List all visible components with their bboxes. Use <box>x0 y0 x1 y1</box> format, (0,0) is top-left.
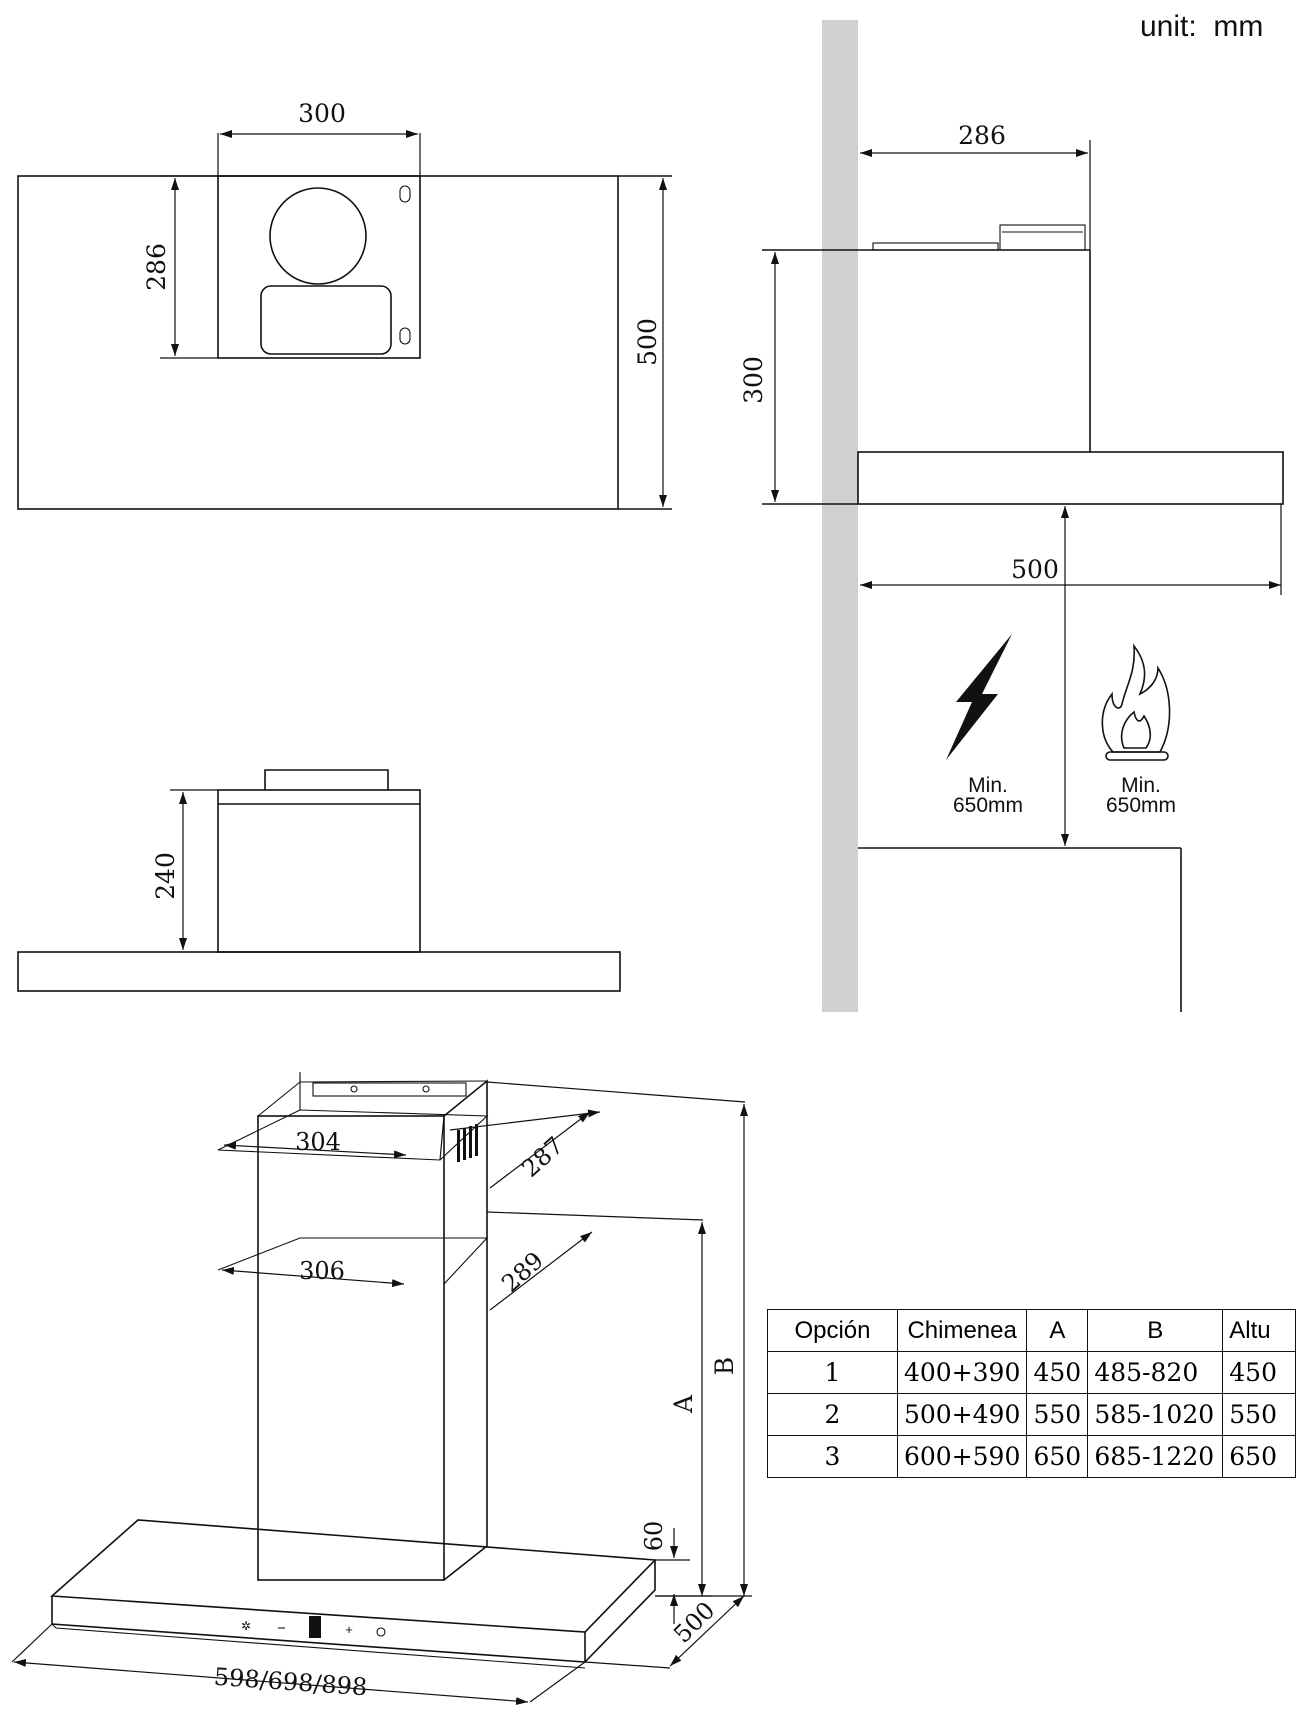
top-width-dim: 300 <box>298 99 346 128</box>
spec-table: Opción Chimenea A B Altu 1 400+390 450 4… <box>767 1309 1296 1478</box>
iso-view: 304 287 306 289 A B 60 500 598/698/898 ✲… <box>11 1072 752 1706</box>
iso-canopy-height-dim: 60 <box>640 1521 668 1552</box>
table-cell: 500+490 <box>896 1393 1028 1436</box>
iso-label-b: B <box>710 1357 739 1375</box>
table-row: 2 500+490 550 585-1020 550 <box>767 1393 1296 1436</box>
table-cell: 400+390 <box>896 1351 1028 1394</box>
table-cell: 650 <box>1026 1435 1089 1478</box>
table-cell: 1 <box>767 1351 898 1394</box>
col-header-opcion: Opción <box>767 1309 898 1352</box>
table-cell: 485-820 <box>1087 1351 1224 1394</box>
svg-text:✲: ✲ <box>241 1619 251 1633</box>
table-row: 1 400+390 450 485-820 450 <box>767 1351 1296 1394</box>
electric-clearance-line1: Min. <box>968 774 1008 797</box>
iso-upper-width-dim: 304 <box>295 1128 341 1156</box>
svg-text:+: + <box>345 1622 353 1637</box>
side-view: 286 300 500 Min. 650mm Min. 650mm <box>739 20 1284 1012</box>
top-view: 300 286 500 <box>17 99 672 510</box>
table-cell: 450 <box>1222 1351 1296 1394</box>
iso-label-a: A <box>669 1394 698 1414</box>
wall <box>822 20 858 1012</box>
table-cell: 650 <box>1222 1435 1296 1478</box>
table-cell: 585-1020 <box>1087 1393 1224 1436</box>
top-depth-dim: 500 <box>633 318 662 366</box>
iso-lower-depth-dim: 289 <box>496 1246 549 1297</box>
col-header-b: B <box>1087 1309 1224 1352</box>
table-cell: 550 <box>1222 1393 1296 1436</box>
table-cell: 3 <box>767 1435 898 1478</box>
col-header-altura: Altu <box>1222 1309 1296 1352</box>
table-clip: Opción Chimenea A B Altu 1 400+390 450 4… <box>760 1300 1296 1500</box>
side-depth-dim: 500 <box>1011 555 1059 584</box>
top-height-dim: 286 <box>142 243 171 291</box>
front-height-dim: 240 <box>151 852 180 900</box>
table-cell: 550 <box>1026 1393 1089 1436</box>
iso-upper-depth-dim: 287 <box>516 1131 569 1182</box>
side-height-dim: 300 <box>739 356 768 404</box>
vent-slots <box>457 1124 478 1162</box>
unit-label: unit: mm <box>1140 10 1264 43</box>
table-row: 3 600+590 650 685-1220 650 <box>767 1435 1296 1478</box>
iso-canopy-width-dim: 598/698/898 <box>213 1663 368 1702</box>
table-cell: 450 <box>1026 1351 1089 1394</box>
electric-clearance-line2: 650mm <box>953 794 1023 817</box>
gas-clearance-line1: Min. <box>1121 774 1161 797</box>
front-view: 240 <box>17 769 621 992</box>
iso-canopy-depth-dim: 500 <box>668 1596 720 1648</box>
side-width-dim: 286 <box>958 121 1006 150</box>
control-panel: ✲ + <box>241 1616 386 1638</box>
col-header-a: A <box>1026 1309 1089 1352</box>
col-header-chimenea: Chimenea <box>896 1309 1028 1352</box>
table-cell: 2 <box>767 1393 898 1436</box>
flame-icon <box>1101 643 1171 761</box>
table-header-row: Opción Chimenea A B Altu <box>767 1309 1296 1352</box>
lightning-bolt-icon <box>946 634 1012 760</box>
gas-clearance-line2: 650mm <box>1106 794 1176 817</box>
iso-lower-width-dim: 306 <box>299 1257 345 1285</box>
table-cell: 685-1220 <box>1087 1435 1224 1478</box>
table-cell: 600+590 <box>896 1435 1028 1478</box>
